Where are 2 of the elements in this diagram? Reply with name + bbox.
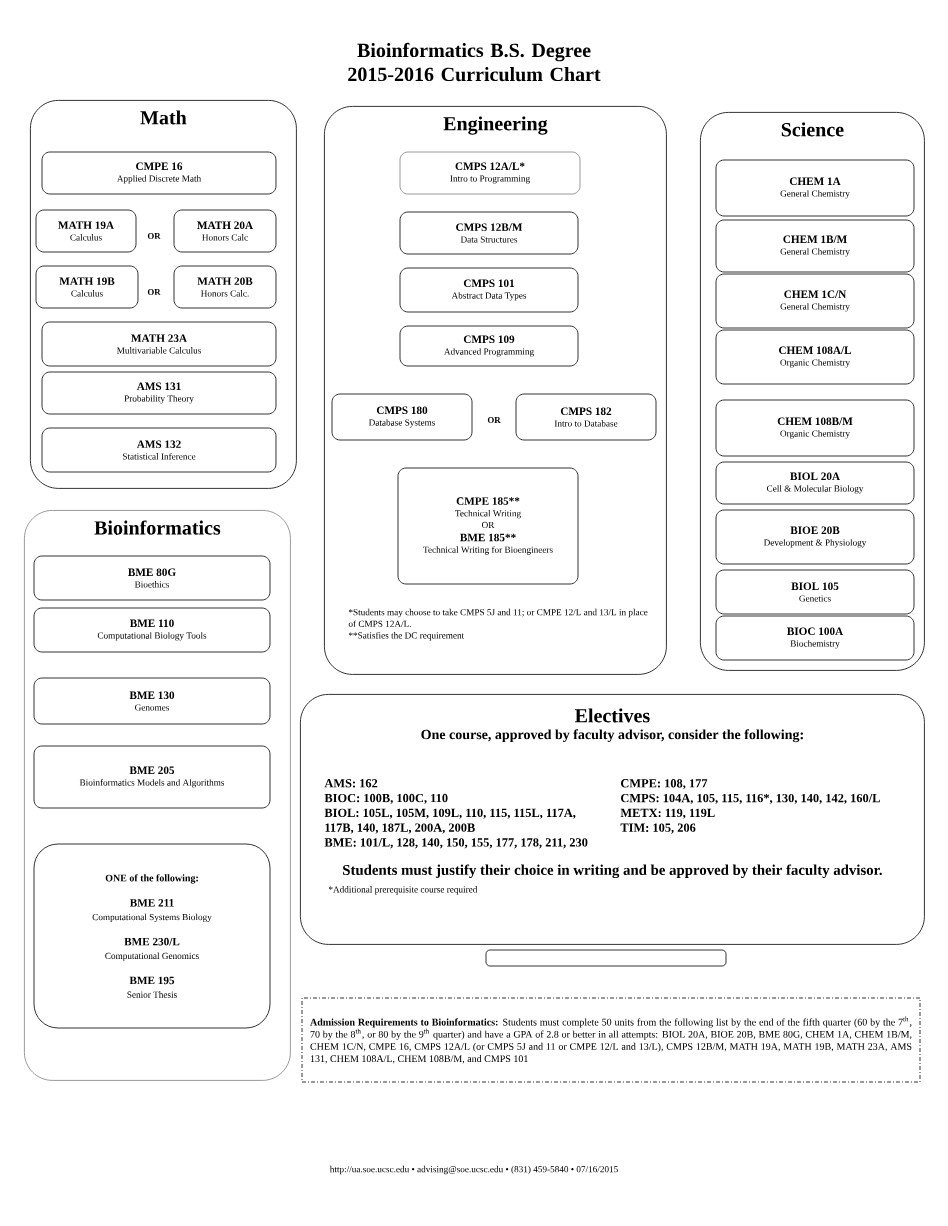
- empty-box: [485, 949, 727, 967]
- title: Bioinformatics B.S. Degree 2015-2016 Curriculum Chart: [348, 42, 601, 82]
